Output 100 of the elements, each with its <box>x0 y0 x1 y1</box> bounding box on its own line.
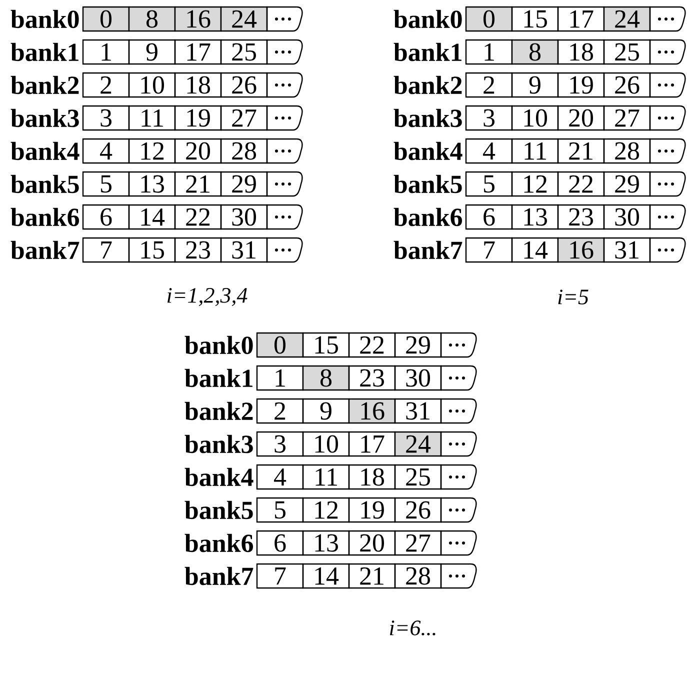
array-cell: 8 <box>128 6 176 32</box>
array-cell: 28 <box>603 138 651 164</box>
array-cell: 8 <box>302 365 350 391</box>
array-cell: 5 <box>256 497 304 523</box>
bank-label: bank5 <box>10 174 79 194</box>
truncated-cell: ... <box>649 138 686 164</box>
array-cell: 24 <box>603 6 651 32</box>
array-cell: 7 <box>465 237 513 263</box>
array-cell: 23 <box>348 365 396 391</box>
array-cell: 25 <box>220 39 268 65</box>
array-cell: 19 <box>557 72 605 98</box>
truncated-cell: ... <box>440 398 477 424</box>
array-cell: 6 <box>256 530 304 556</box>
bank-label: bank3 <box>184 434 253 454</box>
array-cell: 21 <box>557 138 605 164</box>
bank-label: bank7 <box>184 566 254 586</box>
array-cell: 29 <box>603 171 651 197</box>
array-cell: 15 <box>302 332 350 358</box>
array-cell: 12 <box>128 138 176 164</box>
array-cell: 30 <box>394 365 442 391</box>
array-cell: 17 <box>174 39 222 65</box>
array-cell: 10 <box>302 431 350 457</box>
array-cell: 11 <box>302 464 350 490</box>
array-cell: 26 <box>603 72 651 98</box>
bank-label: bank4 <box>10 142 80 160</box>
array-cell: 26 <box>220 72 268 98</box>
truncated-cell: ... <box>440 464 477 490</box>
bank-label: bank6 <box>184 534 254 552</box>
array-cell: 5 <box>82 171 130 197</box>
bank-label: bank0 <box>10 10 79 28</box>
bank-label: bank7 <box>394 240 462 260</box>
bank-label: bank6 <box>394 208 462 226</box>
array-cell: 25 <box>603 39 651 65</box>
bank-label: bank5 <box>184 500 253 520</box>
array-cell: 15 <box>511 6 559 32</box>
array-cell: 2 <box>465 72 513 98</box>
array-cell: 0 <box>82 6 130 32</box>
array-cell: 6 <box>465 204 513 230</box>
array-cell: 13 <box>302 530 350 556</box>
array-cell: 27 <box>220 105 268 131</box>
array-cell: 11 <box>128 105 176 131</box>
caption: i=5 <box>558 290 588 304</box>
caption: i=1,2,3,4 <box>168 288 248 306</box>
array-cell: 30 <box>603 204 651 230</box>
array-cell: 27 <box>603 105 651 131</box>
truncated-cell: ... <box>266 171 303 197</box>
array-cell: 7 <box>256 563 304 589</box>
truncated-cell: ... <box>266 237 303 263</box>
bank-label: bank0 <box>184 336 253 354</box>
array-cell: 7 <box>82 237 130 263</box>
bank-label: bank2 <box>394 76 462 94</box>
array-cell: 19 <box>348 497 396 523</box>
array-cell: 16 <box>174 6 222 32</box>
truncated-cell: ... <box>440 365 477 391</box>
array-cell: 3 <box>82 105 130 131</box>
truncated-cell: ... <box>649 237 686 263</box>
array-cell: 4 <box>256 464 304 490</box>
array-cell: 28 <box>394 563 442 589</box>
bank-label: bank6 <box>10 208 80 226</box>
array-cell: 4 <box>82 138 130 164</box>
array-cell: 1 <box>82 39 130 65</box>
truncated-cell: ... <box>266 39 303 65</box>
array-cell: 24 <box>220 6 268 32</box>
array-cell: 14 <box>302 563 350 589</box>
truncated-cell: ... <box>266 105 303 131</box>
truncated-cell: ... <box>266 6 303 32</box>
bank-label: bank2 <box>184 402 253 420</box>
array-cell: 16 <box>557 237 605 263</box>
array-cell: 10 <box>128 72 176 98</box>
truncated-cell: ... <box>440 431 477 457</box>
truncated-cell: ... <box>440 563 477 589</box>
array-cell: 16 <box>348 398 396 424</box>
bank-label: bank5 <box>394 174 462 194</box>
array-cell: 12 <box>302 497 350 523</box>
bank-label: bank4 <box>394 142 462 160</box>
array-cell: 0 <box>465 6 513 32</box>
truncated-cell: ... <box>649 6 686 32</box>
bank-label: bank2 <box>10 76 79 94</box>
array-cell: 18 <box>348 464 396 490</box>
array-cell: 29 <box>394 332 442 358</box>
array-cell: 13 <box>511 204 559 230</box>
truncated-cell: ... <box>440 497 477 523</box>
truncated-cell: ... <box>649 105 686 131</box>
array-cell: 12 <box>511 171 559 197</box>
truncated-cell: ... <box>266 72 303 98</box>
array-cell: 19 <box>174 105 222 131</box>
array-cell: 23 <box>174 237 222 263</box>
array-cell: 21 <box>174 171 222 197</box>
array-cell: 22 <box>557 171 605 197</box>
array-cell: 13 <box>128 171 176 197</box>
bank-label: bank1 <box>184 368 252 388</box>
array-cell: 20 <box>557 105 605 131</box>
bank-label: bank0 <box>394 10 462 28</box>
truncated-cell: ... <box>649 204 686 230</box>
array-cell: 8 <box>511 39 559 65</box>
array-cell: 28 <box>220 138 268 164</box>
caption: i=6... <box>390 620 436 636</box>
array-cell: 4 <box>465 138 513 164</box>
array-cell: 25 <box>394 464 442 490</box>
bank-label: bank3 <box>394 108 462 128</box>
